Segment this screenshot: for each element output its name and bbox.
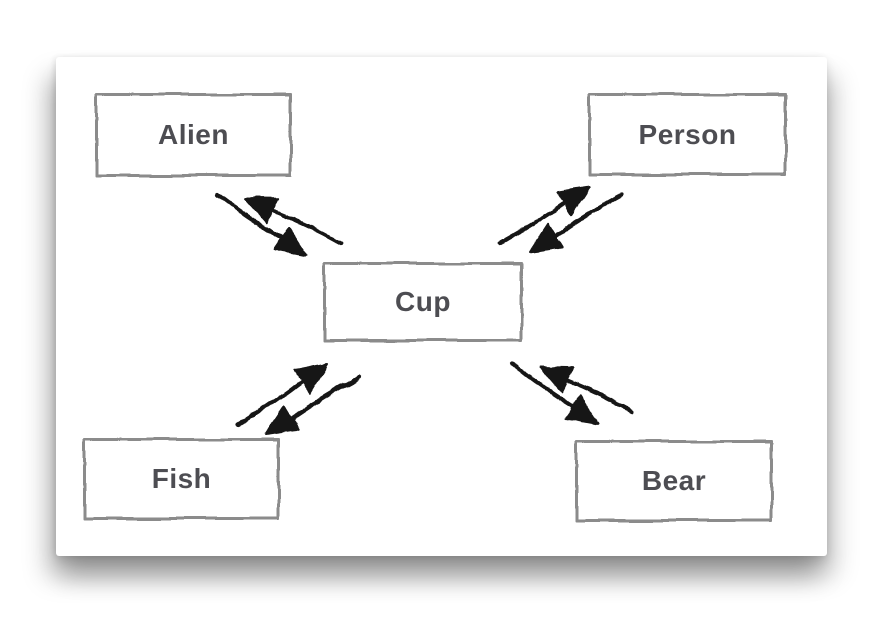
node-cup: Cup bbox=[323, 262, 523, 342]
node-alien: Alien bbox=[95, 93, 292, 177]
node-cup-label: Cup bbox=[395, 286, 451, 317]
node-fish: Fish bbox=[83, 438, 280, 520]
node-alien-box bbox=[95, 93, 292, 177]
node-person: Person bbox=[588, 93, 787, 176]
node-person-label: Person bbox=[638, 118, 737, 150]
node-alien-label: Alien bbox=[158, 119, 229, 150]
node-bear-box bbox=[575, 440, 773, 522]
node-fish-label: Fish bbox=[151, 463, 212, 494]
node-person-box bbox=[588, 93, 787, 176]
node-bear: Bear bbox=[575, 440, 773, 522]
diagram-card bbox=[56, 57, 827, 556]
node-bear-label: Bear bbox=[641, 465, 707, 496]
node-fish-box bbox=[83, 438, 280, 520]
node-cup-box bbox=[323, 262, 523, 342]
